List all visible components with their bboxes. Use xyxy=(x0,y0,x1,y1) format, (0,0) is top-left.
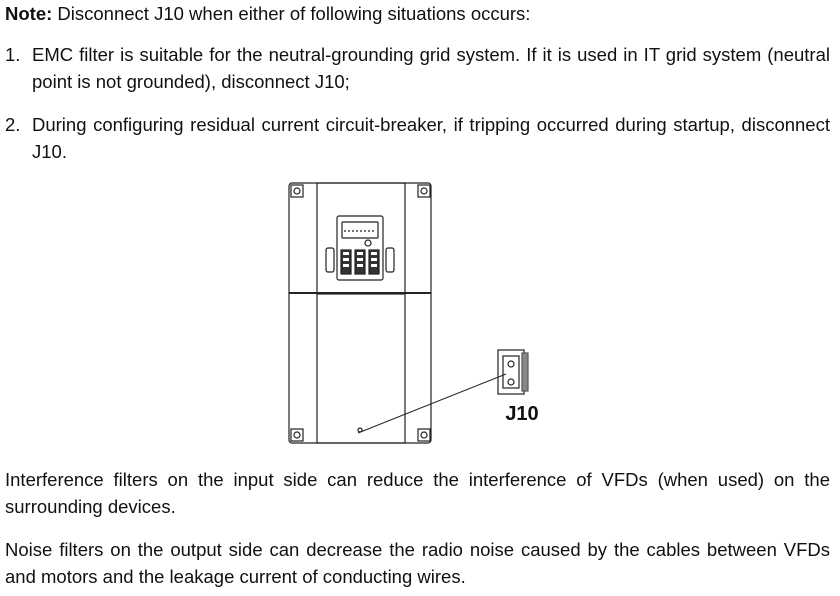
list-item-number: 2. xyxy=(5,114,21,135)
list-item-text: EMC filter is suitable for the neutral-g… xyxy=(32,44,830,92)
vfd-diagram: J10 xyxy=(288,182,539,444)
leader-line xyxy=(357,373,507,434)
keypad-panel xyxy=(336,215,384,281)
list-item-number: 1. xyxy=(5,44,21,65)
mounting-holes xyxy=(290,184,431,442)
list-item: 1. EMC filter is suitable for the neutra… xyxy=(5,41,830,95)
note-label: Note: xyxy=(5,3,53,24)
list-item-text: During configuring residual current circ… xyxy=(32,114,830,162)
paragraph-input-filters: Interference filters on the input side c… xyxy=(5,469,830,517)
list-item: 2. During configuring residual current c… xyxy=(5,111,830,165)
jumper-label: J10 xyxy=(505,403,538,425)
paragraph-output-filters: Noise filters on the output side can dec… xyxy=(5,539,830,587)
note-text: Disconnect J10 when either of following … xyxy=(52,3,531,24)
jumper-detail xyxy=(497,349,529,395)
note-line: Note: Disconnect J10 when either of foll… xyxy=(5,0,830,27)
vfd-cover-lower xyxy=(316,293,406,444)
